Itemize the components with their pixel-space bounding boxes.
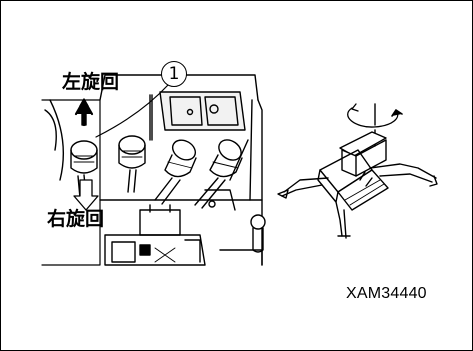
swing-left-label: 左旋回 xyxy=(62,71,120,93)
lower-panel xyxy=(99,189,266,266)
lever-4 xyxy=(194,139,243,209)
swing-right-arrow xyxy=(73,179,99,211)
console-housing xyxy=(41,74,263,266)
callout-leader xyxy=(95,84,169,138)
lever-3 xyxy=(154,139,197,205)
machine-illustration xyxy=(277,103,438,239)
figure-code: XAM34440 xyxy=(346,285,427,302)
swing-left-arrow xyxy=(74,98,94,127)
swing-right-label: 右旋回 xyxy=(47,208,105,230)
lever-1 xyxy=(70,140,98,199)
callout-marker: 1 xyxy=(161,61,187,87)
lever-2 xyxy=(118,135,146,193)
